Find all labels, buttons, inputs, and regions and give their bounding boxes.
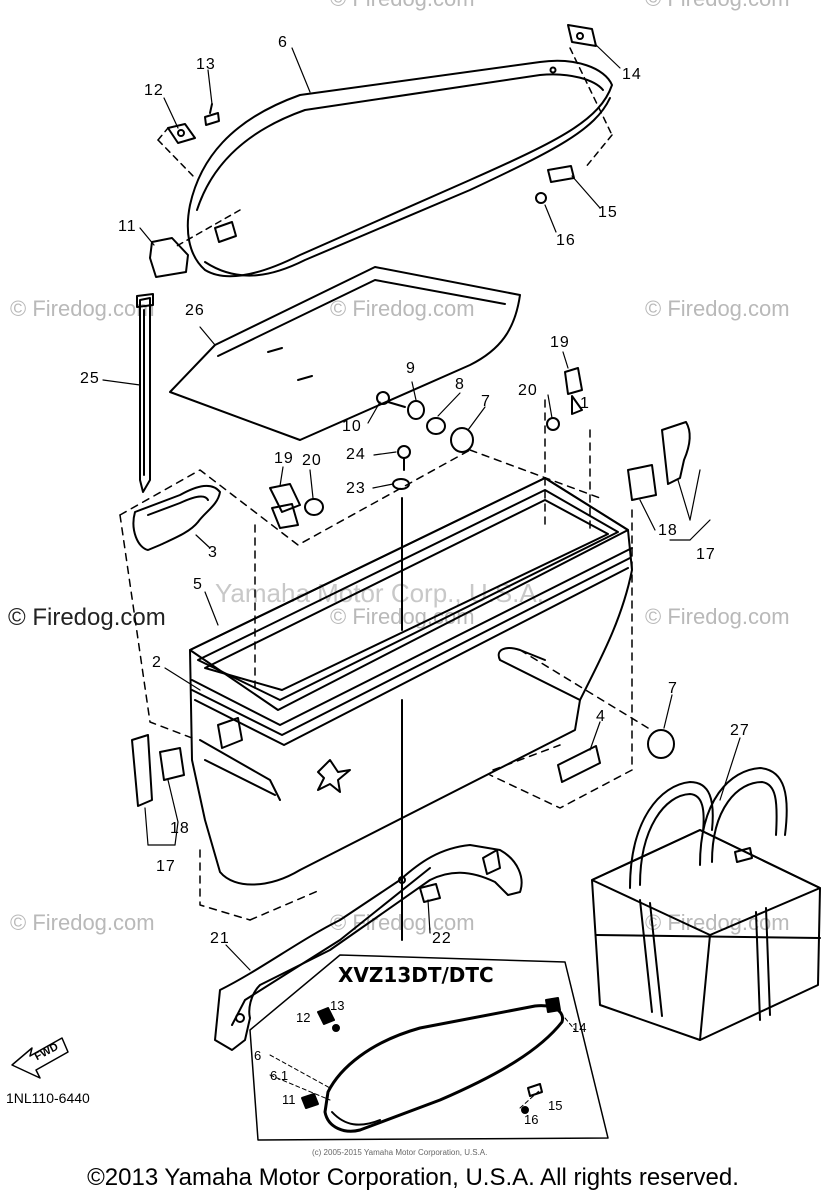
part-label: 17 [696,546,716,563]
inset-label: 16 [524,1112,539,1127]
part-label: 12 [144,82,164,99]
part-label: 25 [80,370,100,387]
lid-part-6 [186,59,613,278]
fwd-arrow-icon [11,1037,69,1079]
part-label: 7 [481,393,491,410]
watermark: © Firedog.com [645,0,790,12]
part-label: 23 [346,480,366,497]
part-label: 9 [406,360,416,377]
watermark-overlay: Yamaha Motor Corp., U.S.A. [215,578,544,608]
part-label: 26 [185,302,205,319]
inset-box [249,954,609,1141]
liner-part-26 [169,266,521,441]
copyright-small: (c) 2005-2015 Yamaha Motor Corporation, … [312,1148,488,1157]
part-label: 19 [274,450,294,467]
leader-lines-case [119,399,649,921]
inset-label: 6.1 [270,1068,289,1083]
callout-leaders [102,43,741,971]
gasket-part-3 [132,484,221,551]
leader-lines-lid [157,47,613,248]
part-label: 16 [556,232,576,249]
part-label: 18 [170,820,190,837]
part-label: 2 [152,654,162,671]
part-label: 14 [622,66,642,83]
part-label: 17 [156,858,176,875]
part-label: 1 [580,395,590,412]
strap-part-25 [136,293,154,493]
inset-label: 6 [254,1048,262,1063]
part-label: 7 [668,680,678,697]
part-label: 11 [118,218,137,235]
inset-label: 15 [548,1098,563,1113]
part-label: 15 [598,204,618,221]
part-label: 5 [193,576,203,593]
footer-copyright: ©2013 Yamaha Motor Corporation, U.S.A. A… [87,1164,739,1191]
part-label: 22 [432,930,452,947]
part-label: 19 [550,334,570,351]
inset-label: 14 [572,1020,587,1035]
watermark: © Firedog.com [330,0,475,12]
inset-label: 13 [330,998,345,1013]
part-label: 21 [210,930,230,947]
watermark: © Firedog.com [330,296,475,321]
watermark: © Firedog.com [645,604,790,629]
diagram-code: 1NL110-6440 [6,1090,90,1106]
part-label: 27 [730,722,750,739]
part-label: 4 [596,708,606,725]
part-label: 20 [518,382,538,399]
inset-label: 11 [282,1092,296,1107]
arm-part-21 [214,844,523,1051]
part-label: 20 [302,452,322,469]
part-label: 24 [346,446,366,463]
watermark-main: © Firedog.com [8,604,166,631]
part-label: 18 [658,522,678,539]
part-label: 6 [278,34,288,51]
watermark: © Firedog.com [10,296,155,321]
bag-part-27 [591,767,821,1041]
inset-title: XVZ13DT/DTC [338,963,494,987]
hardware-small [131,367,691,807]
case-part-2 [189,477,633,941]
watermark: © Firedog.com [10,910,155,935]
part-label: 13 [196,56,216,73]
part-label: 8 [455,376,465,393]
part-label: 10 [342,418,362,435]
inset-label: 12 [296,1010,311,1025]
watermark: © Firedog.com [645,296,790,321]
part-label: 3 [208,544,218,561]
